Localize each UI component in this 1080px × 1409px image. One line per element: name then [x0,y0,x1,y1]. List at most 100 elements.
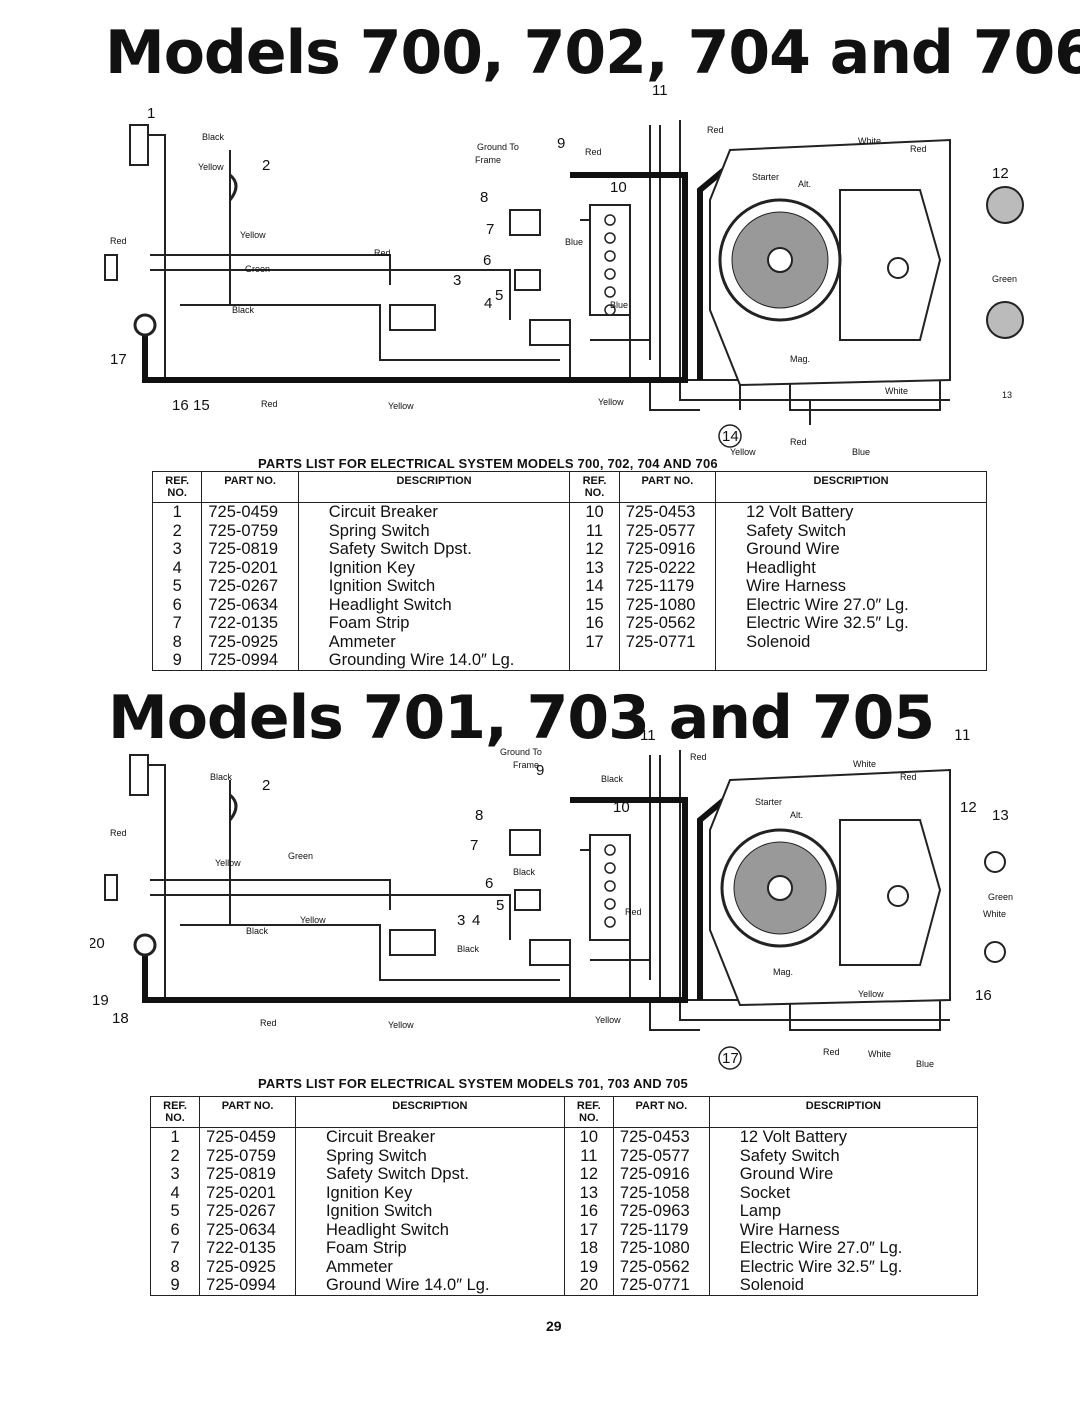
description-cell: Safety Switch [708,1146,979,1165]
connector-icon [104,874,118,901]
col-part-no: PART NO. [618,471,717,503]
description-cell: Safety Switch Dpst. [294,1165,565,1184]
part-no-cell: 725-0634 [201,595,299,614]
ref-no-cell: 8 [151,632,203,651]
description-cell: Electric Wire 27.0″ Lg. [715,595,987,614]
spring-switch-icon [228,173,238,201]
ref-no-cell: 2 [151,521,203,540]
callout-1: 1 [150,730,158,742]
description-cell: Foam Strip [297,614,571,633]
callout-19: 19 [92,992,109,1009]
col-part-no: PART NO. [201,471,299,503]
ref-no-cell: 9 [149,1276,201,1296]
wire-label-black: Black [202,132,225,142]
callout-8: 8 [480,189,488,206]
part-no-cell: 725-0267 [199,1202,296,1221]
parts-list-caption-701: PARTS LIST FOR ELECTRICAL SYSTEM MODELS … [258,1076,688,1091]
ref-no-cell: 2 [149,1146,201,1165]
circuit-breaker-icon [129,124,149,166]
col-ref-no: REF. NO. [569,471,620,503]
ignition-switch-icon [529,939,571,966]
connector-icon [104,254,118,281]
description-cell: Spring Switch [294,1146,565,1165]
wire-label-blue: Blue [916,1059,934,1069]
part-no-cell: 725-0201 [201,558,299,577]
part-no-cell: 725-1179 [618,577,717,596]
callout-15: 15 [193,397,210,414]
wire-label-white: White [983,909,1006,919]
wire-label-yellow: Yellow [215,858,241,868]
wire-label-yellow: Yellow [388,1020,414,1030]
callout-5: 5 [495,287,503,304]
description-cell: Ammeter [294,1257,565,1276]
callout-6: 6 [485,875,493,892]
wire-label-white: White [885,386,908,396]
headlight-icon [986,186,1024,224]
callout-7: 7 [486,221,494,238]
description-cell: Electric Wire 27.0″ Lg. [708,1239,979,1258]
wire-label-red: Red [900,772,917,782]
wire-label-red: Red [374,248,391,258]
wire-label-green: Green [245,264,270,274]
wire-label-red: Red [790,437,807,447]
col-part-no: PART NO. [612,1096,710,1128]
callout-17: 17 [110,351,127,368]
page-title-models-700: Models 700, 702, 704 and 706 [105,18,1080,88]
description-cell: Electric Wire 32.5″ Lg. [708,1257,979,1276]
ignition-switch-icon [529,319,571,346]
description-cell: Solenoid [708,1276,979,1296]
ref-no-cell: 19 [563,1257,614,1276]
part-no-cell: 725-1179 [612,1220,710,1239]
part-no-cell: 725-0562 [612,1257,710,1276]
description-cell: 12 Volt Battery [715,502,987,522]
part-no-cell: 725-0819 [201,540,299,559]
part-no-cell: 725-0577 [618,521,717,540]
callout-5: 5 [496,897,504,914]
callout-3: 3 [453,272,461,289]
part-no-cell: 725-1080 [612,1239,710,1258]
wire-label-yellow: Yellow [858,989,884,999]
description-cell: Ignition Switch [297,577,571,596]
part-no-cell: 725-0994 [199,1276,296,1296]
callout-4: 4 [472,912,480,929]
ref-no-cell: 9 [151,651,203,671]
ref-no-cell: 6 [151,595,203,614]
ref-no-cell: 7 [151,614,203,633]
callout-2: 2 [262,157,270,174]
col-ref-no: REF. NO. [563,1096,614,1128]
ref-no-cell: 5 [151,577,203,596]
part-no-cell: 725-0994 [201,651,299,671]
callout-7: 7 [470,837,478,854]
callout-12: 12 [992,165,1009,182]
description-cell: Solenoid [715,632,987,651]
ref-no-cell: 11 [563,1146,614,1165]
description-cell: Grounding Wire 14.0″ Lg. [297,651,571,671]
part-no-cell: 725-1058 [612,1183,710,1202]
wire-label-red: Red [260,1018,277,1028]
wire-label-white: White [868,1049,891,1059]
ref-no-cell: 3 [151,540,203,559]
part-no-cell: 725-0201 [199,1183,296,1202]
part-no-cell: 722-0135 [199,1239,296,1258]
alt-label: Alt. [798,179,811,189]
ammeter-icon [509,209,541,236]
callout-6: 6 [483,252,491,269]
title2-callout: 11 [953,728,971,744]
col-part-no: PART NO. [199,1096,296,1128]
description-cell: Wire Harness [708,1220,979,1239]
title2-text: Models 701, 703 and 705 [108,683,935,753]
part-no-cell: 725-0459 [201,502,299,522]
wire-label-green: Green [288,851,313,861]
description-cell: Safety Switch Dpst. [297,540,571,559]
description-cell: Ground Wire 14.0″ Lg. [294,1276,565,1296]
part-no-cell: 725-0759 [201,521,299,540]
